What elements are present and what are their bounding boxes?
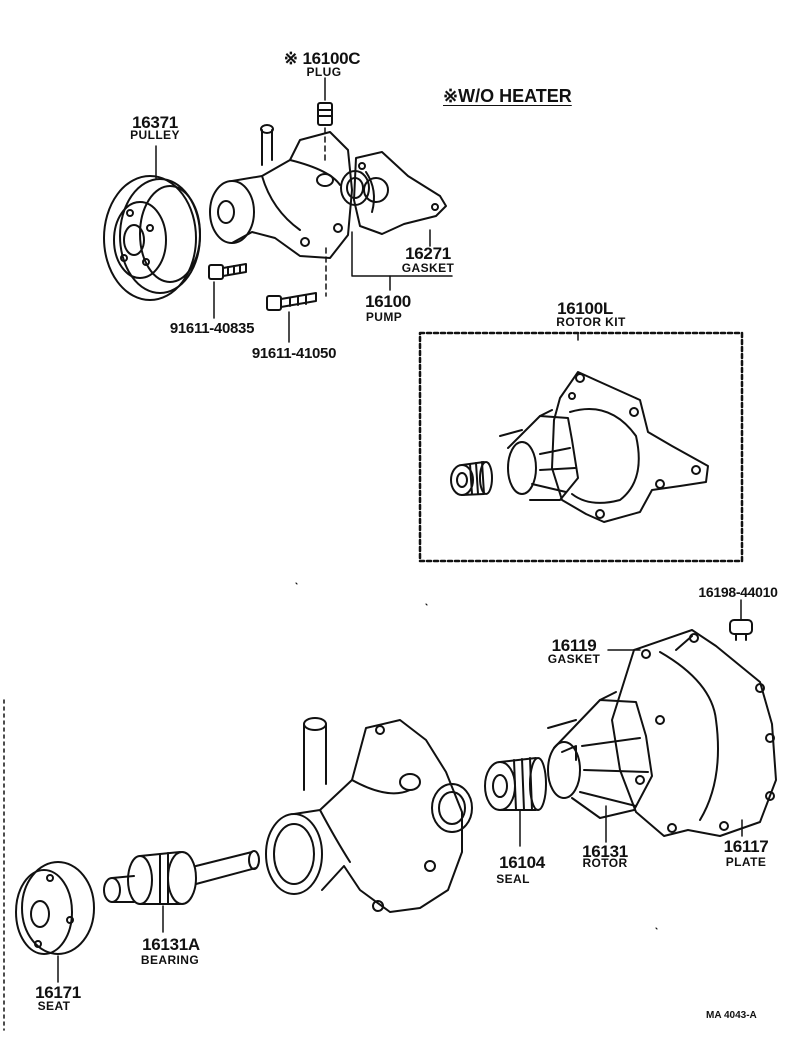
part-number-seal: 16104	[499, 853, 545, 872]
pulley-drawing	[103, 175, 201, 301]
rotor-kit-drawing	[450, 371, 709, 523]
asterisk-mark-icon: ※	[283, 49, 299, 68]
bolts-top-drawing	[208, 247, 327, 311]
part-name-gasket-plate: GASKET	[547, 652, 601, 666]
pump-body-top-drawing	[209, 124, 370, 259]
rotor-kit-box	[418, 331, 744, 563]
part-number-pump: 16100	[365, 292, 411, 311]
leader-lines-top	[155, 77, 453, 343]
part-name-seal: SEAL	[496, 872, 530, 886]
seat-drawing	[15, 861, 95, 955]
plate-gasket-drawing	[611, 629, 777, 837]
part-label-plug: ※ 16100C	[283, 49, 361, 68]
leader-lines-bottom	[57, 599, 743, 983]
part-name-plate: PLATE	[725, 855, 767, 869]
specks	[295, 582, 658, 930]
catalog-code: MA 4043-A	[706, 1010, 757, 1021]
bearing-drawing	[103, 850, 260, 905]
gasket-top-drawing	[353, 151, 447, 235]
part-name-seat: SEAT	[37, 999, 71, 1013]
part-number-seat: 16171	[35, 983, 81, 1002]
part-name-gasket-top: GASKET	[401, 261, 455, 275]
part-number-gasket-plate: 16119	[551, 636, 597, 655]
part-number-plate: 16117	[723, 837, 769, 856]
screw-drawing	[729, 619, 753, 641]
part-number-rotor-kit: 16100L	[557, 299, 613, 318]
part-name: PLUG	[306, 65, 342, 79]
part-name-rotor-kit: ROTOR KIT	[556, 315, 626, 329]
part-name-rotor: ROTOR	[582, 856, 628, 870]
part-name-pump: PUMP	[365, 310, 403, 324]
without-heater-note: ※W/O HEATER	[443, 86, 572, 106]
rotor-drawing	[547, 691, 653, 819]
part-number-pulley: 16371	[132, 113, 178, 132]
part-number-bolt-a: 91611-40835	[169, 320, 255, 337]
pump-body-bottom-drawing	[265, 717, 473, 913]
part-number-rotor: 16131	[582, 842, 628, 861]
part-number-gasket-top: 16271	[405, 244, 451, 263]
part-number: 16100C	[302, 49, 361, 68]
seal-drawing	[484, 757, 547, 811]
part-number-screw: 16198-44010	[698, 584, 778, 600]
part-number-bearing: 16131A	[142, 935, 200, 954]
part-name-bearing: BEARING	[140, 953, 200, 967]
part-name-pulley: PULLEY	[130, 128, 180, 142]
plug-drawing	[317, 102, 333, 161]
part-number-bolt-b: 91611-41050	[251, 345, 337, 362]
